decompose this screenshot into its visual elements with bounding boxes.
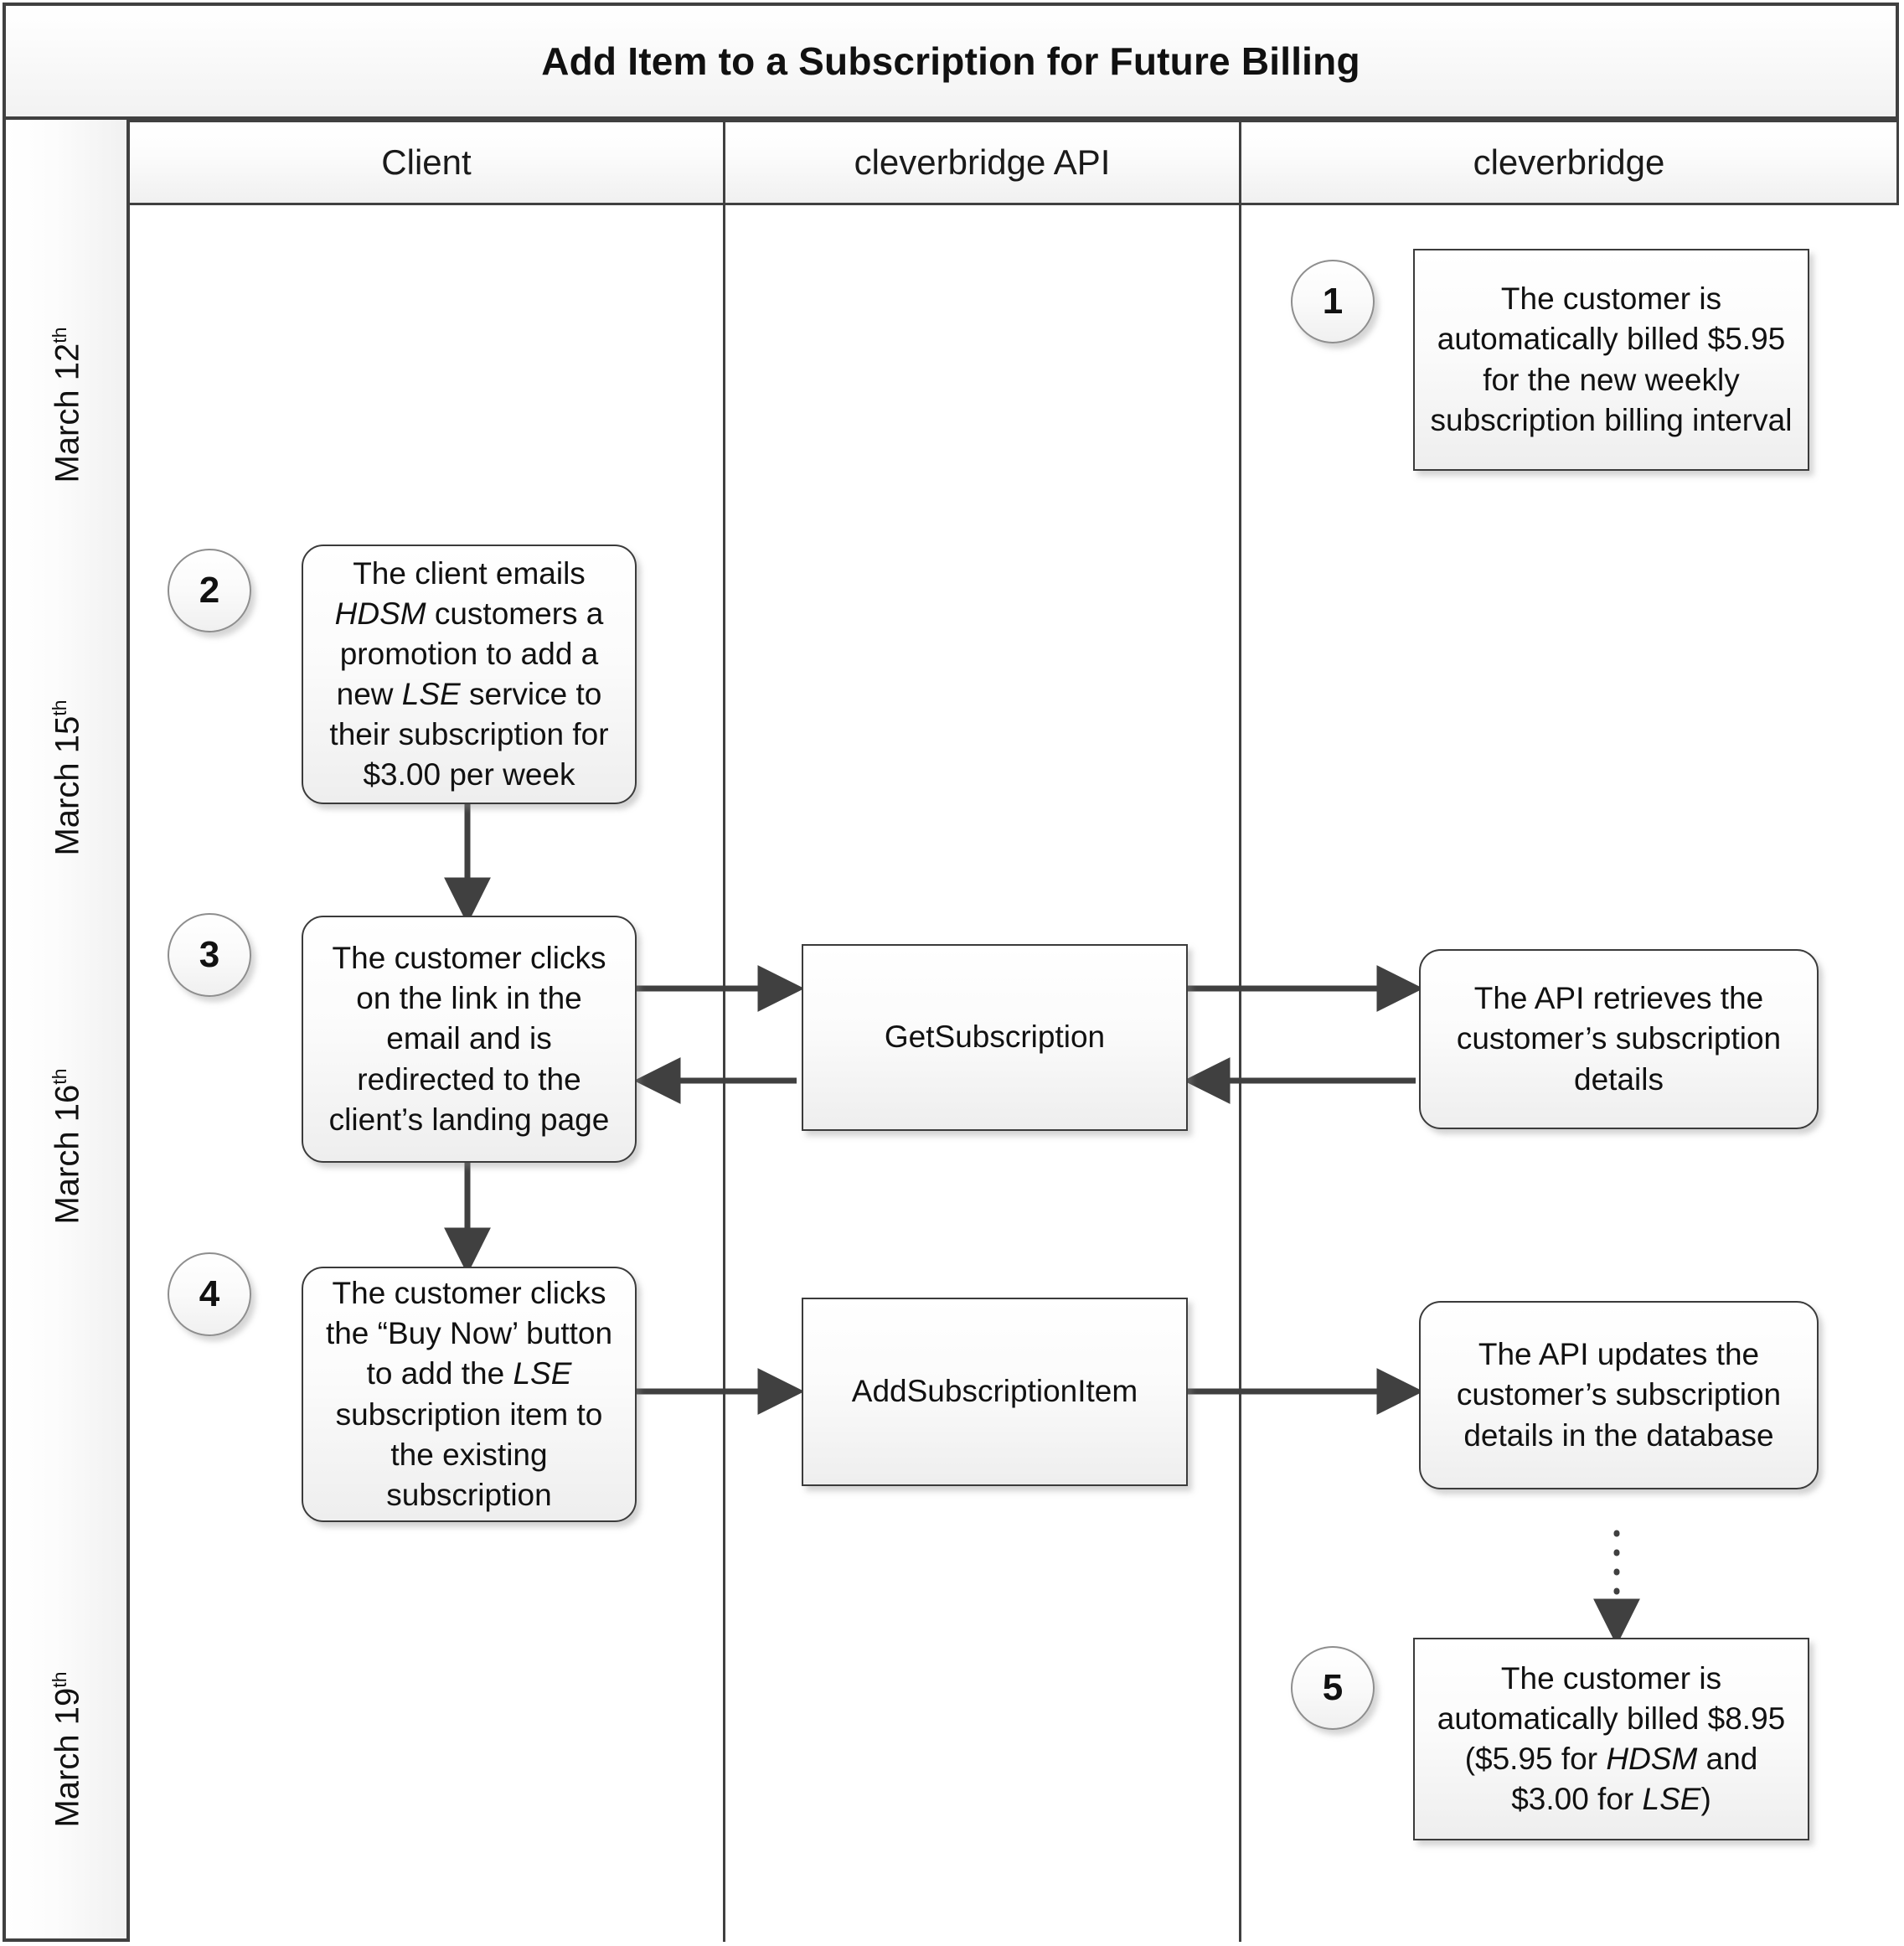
node-step4-text: The customer clicks the “Buy Now’ button… — [325, 1276, 613, 1512]
node-step3-customer-clicks-link[interactable]: The customer clicks on the link in the e… — [302, 916, 637, 1163]
timeline-column: March 12th March 15th March 16th March 1… — [3, 120, 130, 1942]
lane-header-client-label: Client — [381, 142, 472, 182]
lane-header-cleverbridge: cleverbridge — [1241, 120, 1899, 205]
step-badge-2: 2 — [168, 549, 251, 632]
node-step2-text: The client emails HDSM customers a promo… — [329, 555, 609, 792]
node-api-updates-details[interactable]: The API updates the customer’s subscript… — [1419, 1301, 1819, 1489]
step-badge-1: 1 — [1291, 260, 1375, 343]
page-title: Add Item to a Subscription for Future Bi… — [541, 39, 1360, 83]
node-api-retrieves-details-text: The API retrieves the customer’s subscri… — [1456, 981, 1782, 1097]
timeline-label-march-16: March 16th — [49, 1067, 86, 1225]
lane-header-cleverbridge-api-label: cleverbridge API — [854, 142, 1111, 182]
timeline-label-march-19: March 19th — [49, 1670, 86, 1828]
node-getsubscription-label: GetSubscription — [884, 1019, 1106, 1055]
node-step2-client-emails-promotion[interactable]: The client emails HDSM customers a promo… — [302, 545, 637, 804]
node-step1-text: The customer is automatically billed $5.… — [1430, 281, 1793, 437]
step-badge-3: 3 — [168, 913, 251, 997]
diagram-title-bar: Add Item to a Subscription for Future Bi… — [3, 3, 1899, 120]
node-step3-text: The customer clicks on the link in the e… — [328, 941, 610, 1137]
node-step5-final-billing[interactable]: The customer is automatically billed $8.… — [1413, 1638, 1809, 1840]
node-api-retrieves-details[interactable]: The API retrieves the customer’s subscri… — [1419, 949, 1819, 1129]
node-addsubscriptionitem-label: AddSubscriptionItem — [851, 1374, 1138, 1409]
step-badge-5: 5 — [1291, 1646, 1375, 1730]
lane-header-cleverbridge-label: cleverbridge — [1473, 142, 1665, 182]
step-badge-3-number: 3 — [199, 934, 220, 975]
step-badge-1-number: 1 — [1322, 281, 1344, 322]
node-api-updates-details-text: The API updates the customer’s subscript… — [1456, 1337, 1782, 1453]
step-badge-4-number: 4 — [199, 1273, 220, 1314]
node-getsubscription-call[interactable]: GetSubscription — [802, 944, 1188, 1131]
step-badge-5-number: 5 — [1322, 1667, 1344, 1708]
node-step4-customer-clicks-buy-now[interactable]: The customer clicks the “Buy Now’ button… — [302, 1267, 637, 1522]
step-badge-4: 4 — [168, 1252, 251, 1336]
node-addsubscriptionitem-call[interactable]: AddSubscriptionItem — [802, 1298, 1188, 1486]
lane-header-cleverbridge-api: cleverbridge API — [725, 120, 1241, 205]
timeline-label-march-15: March 15th — [49, 699, 86, 856]
lane-header-client: Client — [130, 120, 725, 205]
node-step1-billing-notice[interactable]: The customer is automatically billed $5.… — [1413, 249, 1809, 471]
timeline-label-march-12: March 12th — [49, 326, 86, 483]
node-step5-text: The customer is automatically billed $8.… — [1437, 1660, 1786, 1817]
step-badge-2-number: 2 — [199, 570, 220, 611]
